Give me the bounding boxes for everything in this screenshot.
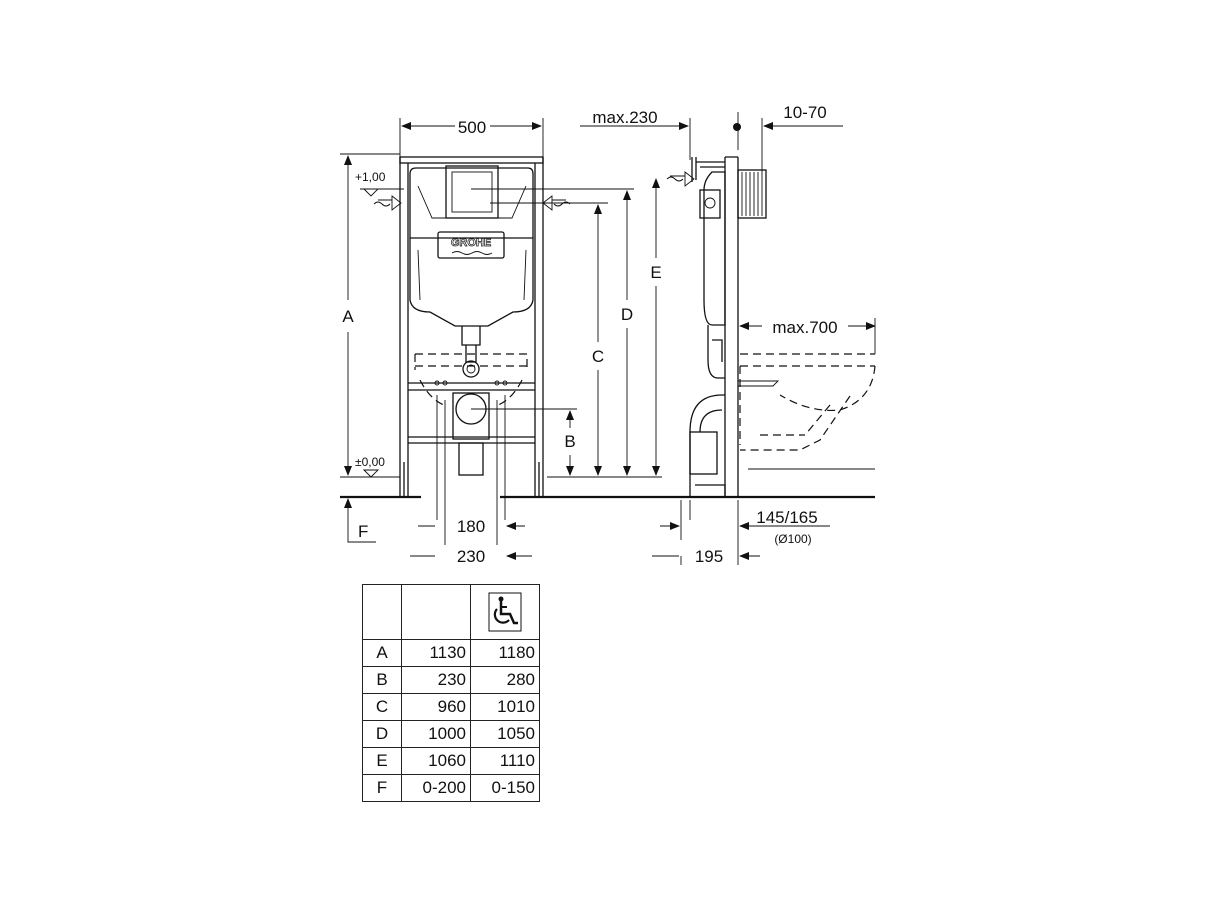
bowl-outline-side [740,353,875,367]
brand-logo-plate [437,231,505,259]
level-zero-label: ±0,00 [355,455,385,469]
outlet-housing [452,392,490,440]
outlet-diameter-label: (Ø100) [774,532,811,546]
flush-plate-opening [445,165,499,219]
frame-posts [399,157,544,497]
frame-top-rail [399,156,544,164]
side-view: max.230 10-70 max.700 145/165 (Ø100) 195 [580,103,875,566]
cistern-side [703,171,726,326]
cistern-body [409,238,534,327]
dim-D-label: D [621,305,633,324]
outlet-offset-label: 145/165 [756,508,817,527]
dim-180-label: 180 [457,517,485,536]
dim-width-label: 500 [458,118,486,137]
bowl-outline-front [414,353,528,370]
flush-pipe [461,326,481,363]
depth-195-label: 195 [695,547,723,566]
frame-cross-rails [408,382,535,444]
front-view: GROHE 500 + [340,118,875,566]
dim-F-label: F [358,522,368,541]
frame-side-post [724,156,739,497]
dim-C-label: C [592,347,604,366]
dim-B-label: B [564,432,575,451]
level-top-label: +1,00 [355,170,386,184]
max-700-label: max.700 [772,318,837,337]
max-230-label: max.230 [592,108,657,127]
dim-E-label: E [650,263,661,282]
table-header-row [362,584,540,640]
flush-actuator-housing [737,169,767,219]
brand-logo: GROHE [451,237,491,249]
side-outlet-bend [689,394,725,497]
wall-mark-icon [733,123,741,131]
wall-range-label: 10-70 [783,103,826,122]
dim-230-label: 230 [457,547,485,566]
dim-A-label: A [342,307,354,326]
wheelchair-accessible-icon [488,592,522,632]
